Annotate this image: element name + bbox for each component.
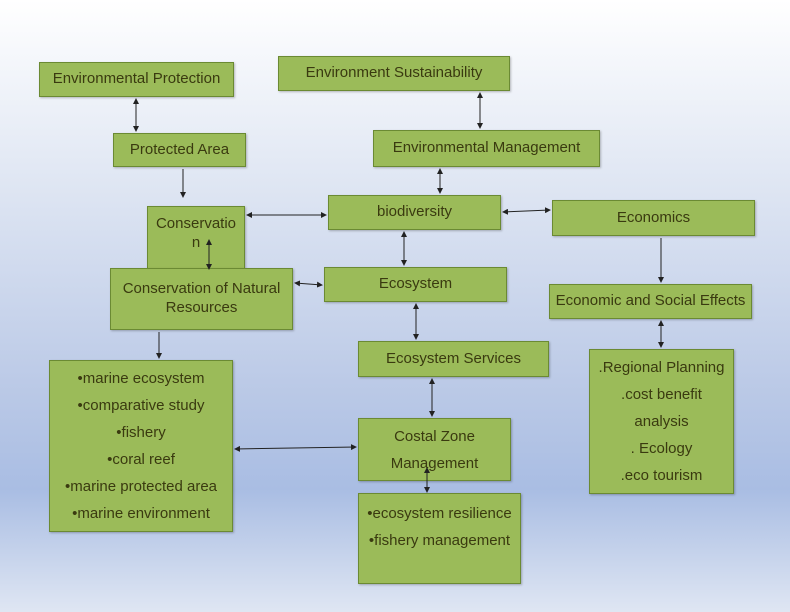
list-item: . Ecology [630,440,693,457]
node-label: Ecosystem [378,275,453,293]
node-conservation-of-natural-resources: Conservation of Natural Resources [110,268,293,330]
node-resilience-topics-list: •ecosystem resilience •fishery managemen… [358,493,521,584]
node-costal-zone-management: Costal Zone Management [358,418,511,481]
node-conservation: Conservatio n [147,206,245,270]
connector-naturalresources-ecosystem [294,280,323,288]
list-item: .cost benefit [621,386,702,403]
list-item: •marine protected area [65,478,217,495]
node-ecosystem: Ecosystem [324,267,507,302]
node-label-line: Costal Zone [394,427,475,445]
list-item: •fishery management [368,532,511,549]
connector-biodiversity-economics [502,207,551,215]
list-item: •marine environment [72,505,210,522]
list-item: analysis [634,413,689,430]
node-environmental-protection: Environmental Protection [39,62,234,97]
node-label-line: Management [390,454,479,472]
node-label: Economic and Social Effects [555,292,746,310]
node-label: Environmental Management [392,139,581,157]
node-label-line: n [191,233,201,251]
node-label: biodiversity [376,203,453,221]
node-label: Economics [616,208,691,226]
list-item: •coral reef [107,451,175,468]
node-label: Ecosystem Services [385,349,522,367]
connector-marine-coastal [234,444,357,452]
node-ecosystem-services: Ecosystem Services [358,341,549,377]
node-economic-and-social-effects: Economic and Social Effects [549,284,752,319]
node-label-line: Resources [165,299,238,316]
node-label: Environment Sustainability [305,64,483,82]
node-label: Protected Area [129,140,230,158]
list-item: •marine ecosystem [77,370,205,387]
node-environment-sustainability: Environment Sustainability [278,56,510,91]
node-label: Environmental Protection [52,70,221,88]
node-planning-topics-list: .Regional Planning .cost benefit analysi… [589,349,734,494]
node-protected-area: Protected Area [113,133,246,167]
list-item: •comparative study [77,397,205,414]
node-label-line: Conservatio [155,215,237,232]
list-item: .Regional Planning [598,359,725,376]
node-marine-topics-list: •marine ecosystem •comparative study •fi… [49,360,233,532]
list-item: •ecosystem resilience [367,505,512,522]
list-item: •fishery [116,424,166,441]
node-biodiversity: biodiversity [328,195,501,230]
node-economics: Economics [552,200,755,236]
list-item: .eco tourism [620,467,703,484]
node-label-line: Conservation of Natural [122,280,281,298]
node-environmental-management: Environmental Management [373,130,600,167]
